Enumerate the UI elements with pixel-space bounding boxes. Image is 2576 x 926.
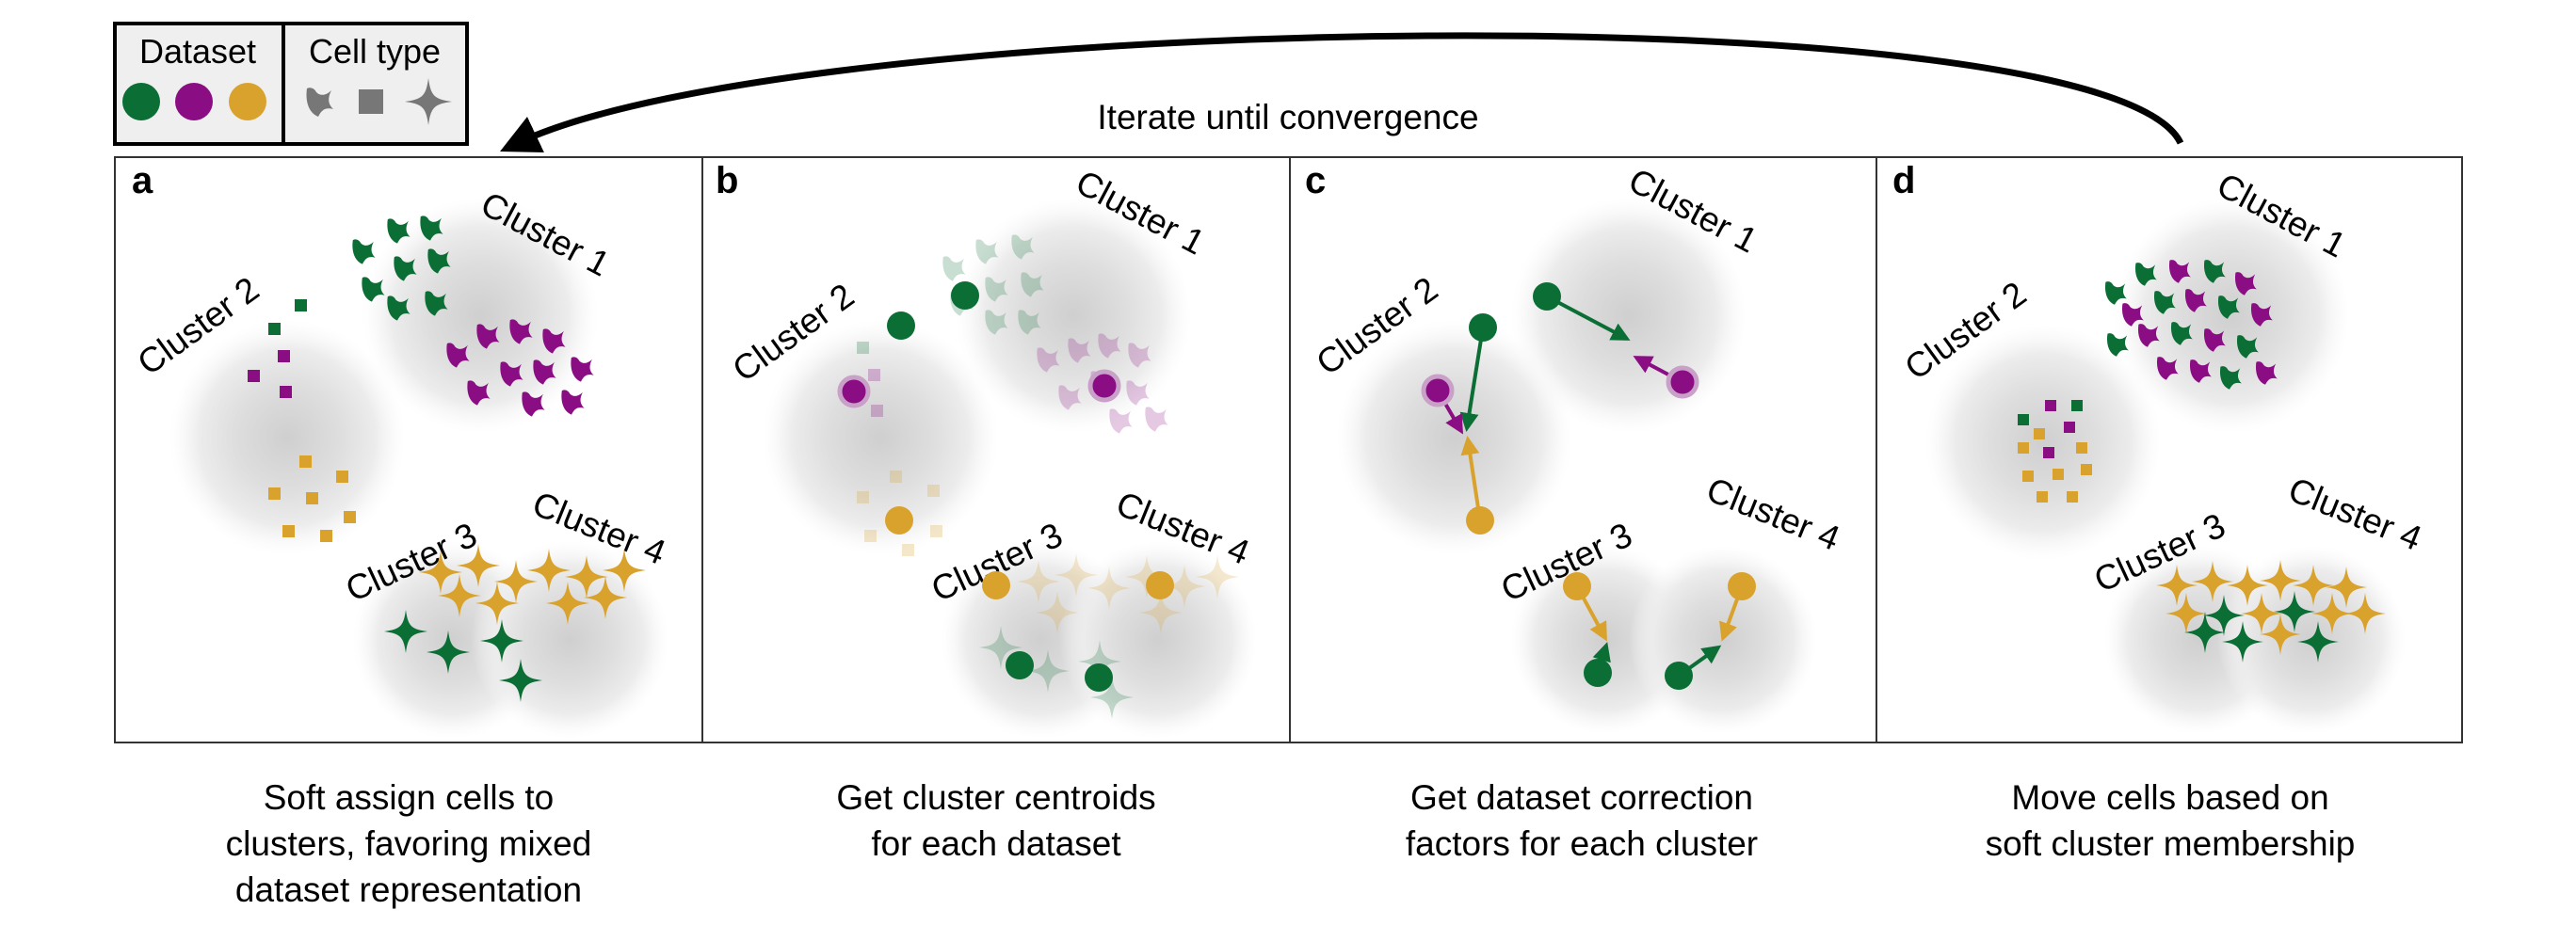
caption-line: factors for each cluster	[1405, 824, 1759, 863]
caption-line: Get cluster centroids	[836, 778, 1156, 817]
caption-line: for each dataset	[871, 824, 1121, 863]
cluster-4-label: Cluster 4	[2283, 470, 2427, 557]
panel-frames	[114, 156, 2463, 743]
caption-line: Soft assign cells to	[263, 778, 555, 817]
caption-line: Get dataset correction	[1409, 778, 1754, 817]
caption-line: Move cells based on	[2011, 778, 2329, 817]
legend-dataset-title: Dataset	[139, 32, 256, 71]
panel-b: b Cluster 1 Cluster 2 Cluster 3 Cluster …	[716, 160, 1257, 739]
caption-b: Get cluster centroids for each dataset	[733, 774, 1260, 867]
panel-letter: c	[1305, 160, 1326, 201]
panel-a: a Cluster 1 Cluster 2 Cluster 3 Cluster …	[131, 160, 671, 739]
panel-letter: d	[1892, 160, 1915, 201]
caption-a: Soft assign cells to clusters, favoring …	[145, 774, 672, 913]
caption-line: clusters, favoring mixed	[225, 824, 592, 863]
caption-line: soft cluster membership	[1985, 824, 2356, 863]
panel-d: d Cluster 1 Cluster 2 Cluster 3 Cluster …	[1892, 160, 2427, 734]
panel-letter: b	[716, 160, 738, 201]
dataset-purple-icon	[175, 83, 213, 120]
legend-celltype-title: Cell type	[309, 32, 441, 71]
caption-line: dataset representation	[234, 870, 583, 909]
panel-c: c Cluster 1 Cluster 2 Cluster 3 Cluster …	[1305, 160, 1845, 734]
mixed-square-cells	[2018, 400, 2092, 503]
legend: Dataset Cell type	[113, 22, 469, 146]
square-cell-icon	[359, 89, 383, 114]
dataset-green-icon	[122, 83, 160, 120]
iterate-label: Iterate until convergence	[1097, 98, 1478, 136]
dataset-yellow-icon	[229, 83, 266, 120]
panel-letter: a	[132, 160, 153, 201]
caption-d: Move cells based on soft cluster members…	[1907, 774, 2434, 867]
centroids	[1421, 282, 1756, 690]
centroids	[837, 281, 1174, 692]
caption-c: Get dataset correction factors for each …	[1318, 774, 1845, 867]
iterate-arrow	[500, 32, 2184, 153]
cluster-4-label: Cluster 4	[1701, 470, 1845, 557]
